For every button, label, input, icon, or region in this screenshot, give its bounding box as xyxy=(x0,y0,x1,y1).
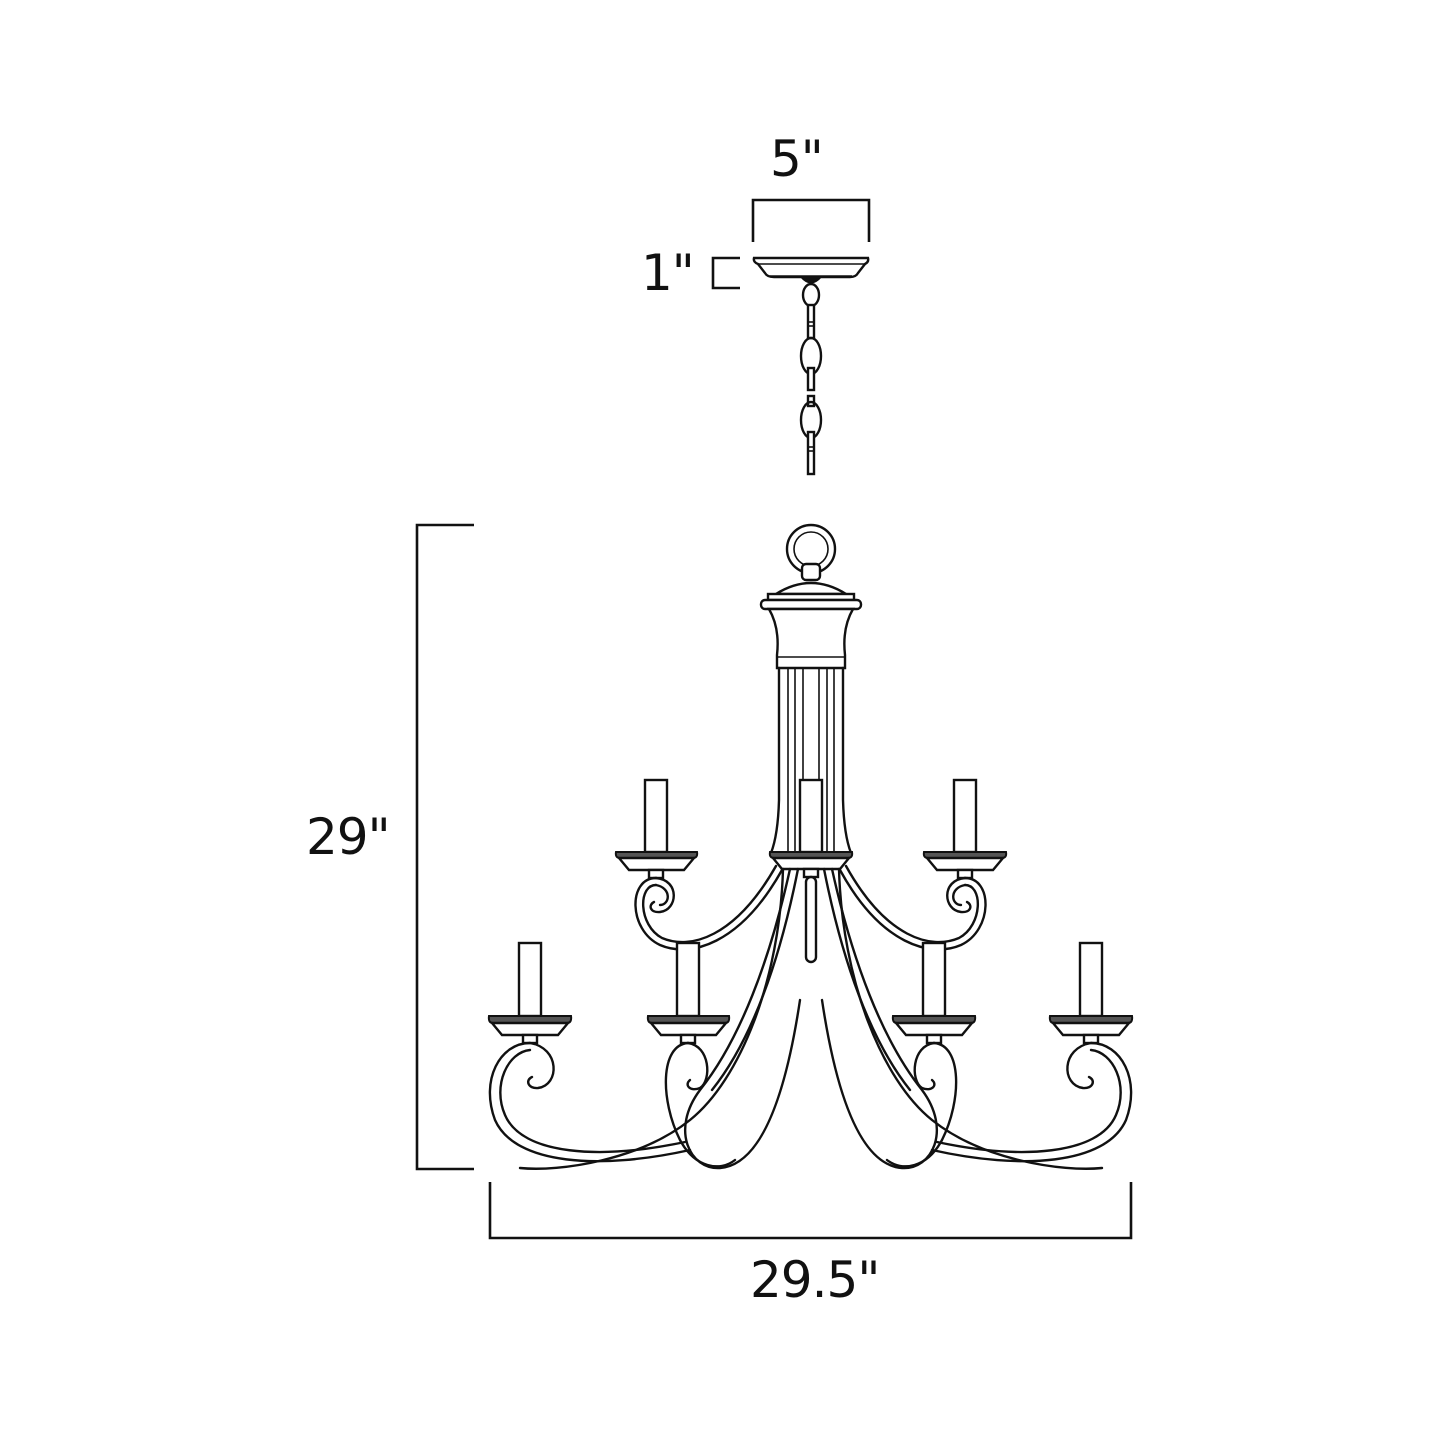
chain xyxy=(799,282,823,476)
candle-lower-outer-left xyxy=(487,941,692,1163)
fixture-height-bracket xyxy=(415,523,474,1171)
canopy-height-label: 1" xyxy=(641,244,695,302)
canopy-height-bracket xyxy=(711,256,740,290)
candle-center xyxy=(768,778,854,964)
hanging-loop xyxy=(785,523,837,582)
fixture-height-label: 29" xyxy=(306,808,391,866)
canopy-width-bracket xyxy=(751,198,871,242)
candle-lower-outer-right xyxy=(930,941,1134,1163)
fixture-width-label: 29.5" xyxy=(750,1251,880,1309)
candle-upper-right xyxy=(838,778,1008,951)
canopy-width-label: 5" xyxy=(770,130,824,188)
candle-lower-inner-left xyxy=(646,941,737,1168)
candle-upper-left xyxy=(614,778,784,951)
candle-lower-inner-right xyxy=(885,941,977,1168)
ceiling-canopy xyxy=(752,256,870,284)
center-arms xyxy=(518,867,1104,1170)
top-cap xyxy=(759,581,863,670)
fixture-width-bracket xyxy=(488,1182,1133,1240)
